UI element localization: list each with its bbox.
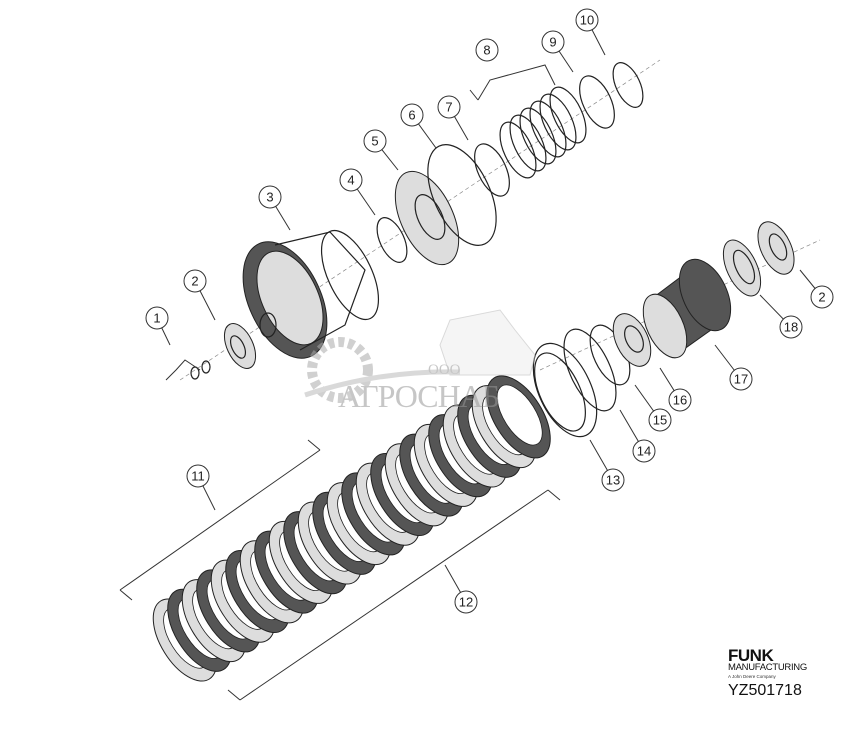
spring-coil [549, 86, 587, 144]
logo-brand: FUNK [728, 646, 774, 665]
watermark-prefix: ООО [428, 362, 461, 378]
callout-16: 16 [668, 388, 692, 412]
callout-8: 8 [475, 38, 499, 62]
callout-12: 12 [454, 590, 478, 614]
part-6-seal [427, 144, 497, 246]
callout-number: 16 [673, 393, 687, 408]
bracket-1 [165, 359, 201, 381]
part-1-orings [190, 360, 211, 380]
callout-5: 5 [363, 129, 387, 153]
part-13-plate [532, 342, 598, 438]
callout-number: 2 [818, 290, 825, 305]
spring-coil [539, 93, 577, 151]
part-5-piston [394, 170, 460, 266]
callout-3: 3 [258, 185, 282, 209]
bracket-11 [119, 439, 321, 601]
part-17-hub [642, 258, 732, 359]
part-2-bearing [223, 323, 257, 369]
callout-number: 9 [549, 35, 556, 50]
part-10-snap-ring [612, 62, 644, 108]
part-14-snap-ring [563, 328, 617, 412]
watermark-name: АГРОСНАБ [338, 378, 500, 414]
drawing-code: YZ501718 [728, 682, 802, 699]
logo-subtitle: MANUFACTURING [728, 662, 807, 673]
callout-6: 6 [400, 103, 424, 127]
callout-4: 4 [339, 168, 363, 192]
bracket-12 [227, 489, 561, 701]
clutch-pack-11-12 [152, 375, 551, 682]
callout-number: 12 [459, 595, 473, 610]
callout-number: 3 [266, 190, 273, 205]
callout-number: 15 [653, 413, 667, 428]
callout-10: 10 [575, 8, 599, 32]
callout-11: 11 [186, 464, 210, 488]
spring-coil [529, 100, 567, 158]
callout-number: 8 [483, 43, 490, 58]
part-16-bearing [612, 313, 652, 367]
logo-tagline: A John Deere Company [728, 674, 776, 679]
callout-number: 10 [580, 13, 594, 28]
callout-7: 7 [437, 95, 461, 119]
callout-number: 1 [153, 311, 160, 326]
part-4-ring [376, 217, 408, 263]
callout-15: 15 [648, 408, 672, 432]
funk-logo: FUNK MANUFACTURING A John Deere Company [728, 646, 807, 680]
bracket-8 [469, 64, 556, 101]
watermark: ООО АГРОСНАБ [300, 300, 540, 420]
spring-coil [499, 121, 537, 179]
callout-number: 7 [445, 100, 452, 115]
part-18-bearing-cup [722, 239, 762, 297]
spring-coil [519, 107, 557, 165]
callout-9: 9 [541, 30, 565, 54]
callout-number: 17 [734, 372, 748, 387]
part-7-seal [474, 143, 510, 197]
part-3-drum [242, 229, 380, 359]
callout-number: 18 [784, 320, 798, 335]
callout-2: 2 [183, 269, 207, 293]
callout-17: 17 [729, 367, 753, 391]
callout-1: 1 [145, 306, 169, 330]
part-8-springs [499, 86, 587, 179]
callout-number: 11 [191, 469, 205, 484]
part-2-bearing-right [757, 221, 795, 275]
callout-number: 5 [371, 134, 378, 149]
callout-number: 13 [606, 473, 620, 488]
clutch-disc-bore [496, 384, 543, 446]
part-9-ring [579, 75, 615, 129]
callout-number: 6 [408, 108, 415, 123]
callout-number: 4 [347, 173, 354, 188]
callout-13: 13 [601, 468, 625, 492]
callout-18: 18 [779, 315, 803, 339]
callout-number: 2 [191, 274, 198, 289]
spring-coil [509, 114, 547, 172]
callout-2: 2 [810, 285, 834, 309]
callout-14: 14 [632, 439, 656, 463]
callout-number: 14 [637, 444, 651, 459]
